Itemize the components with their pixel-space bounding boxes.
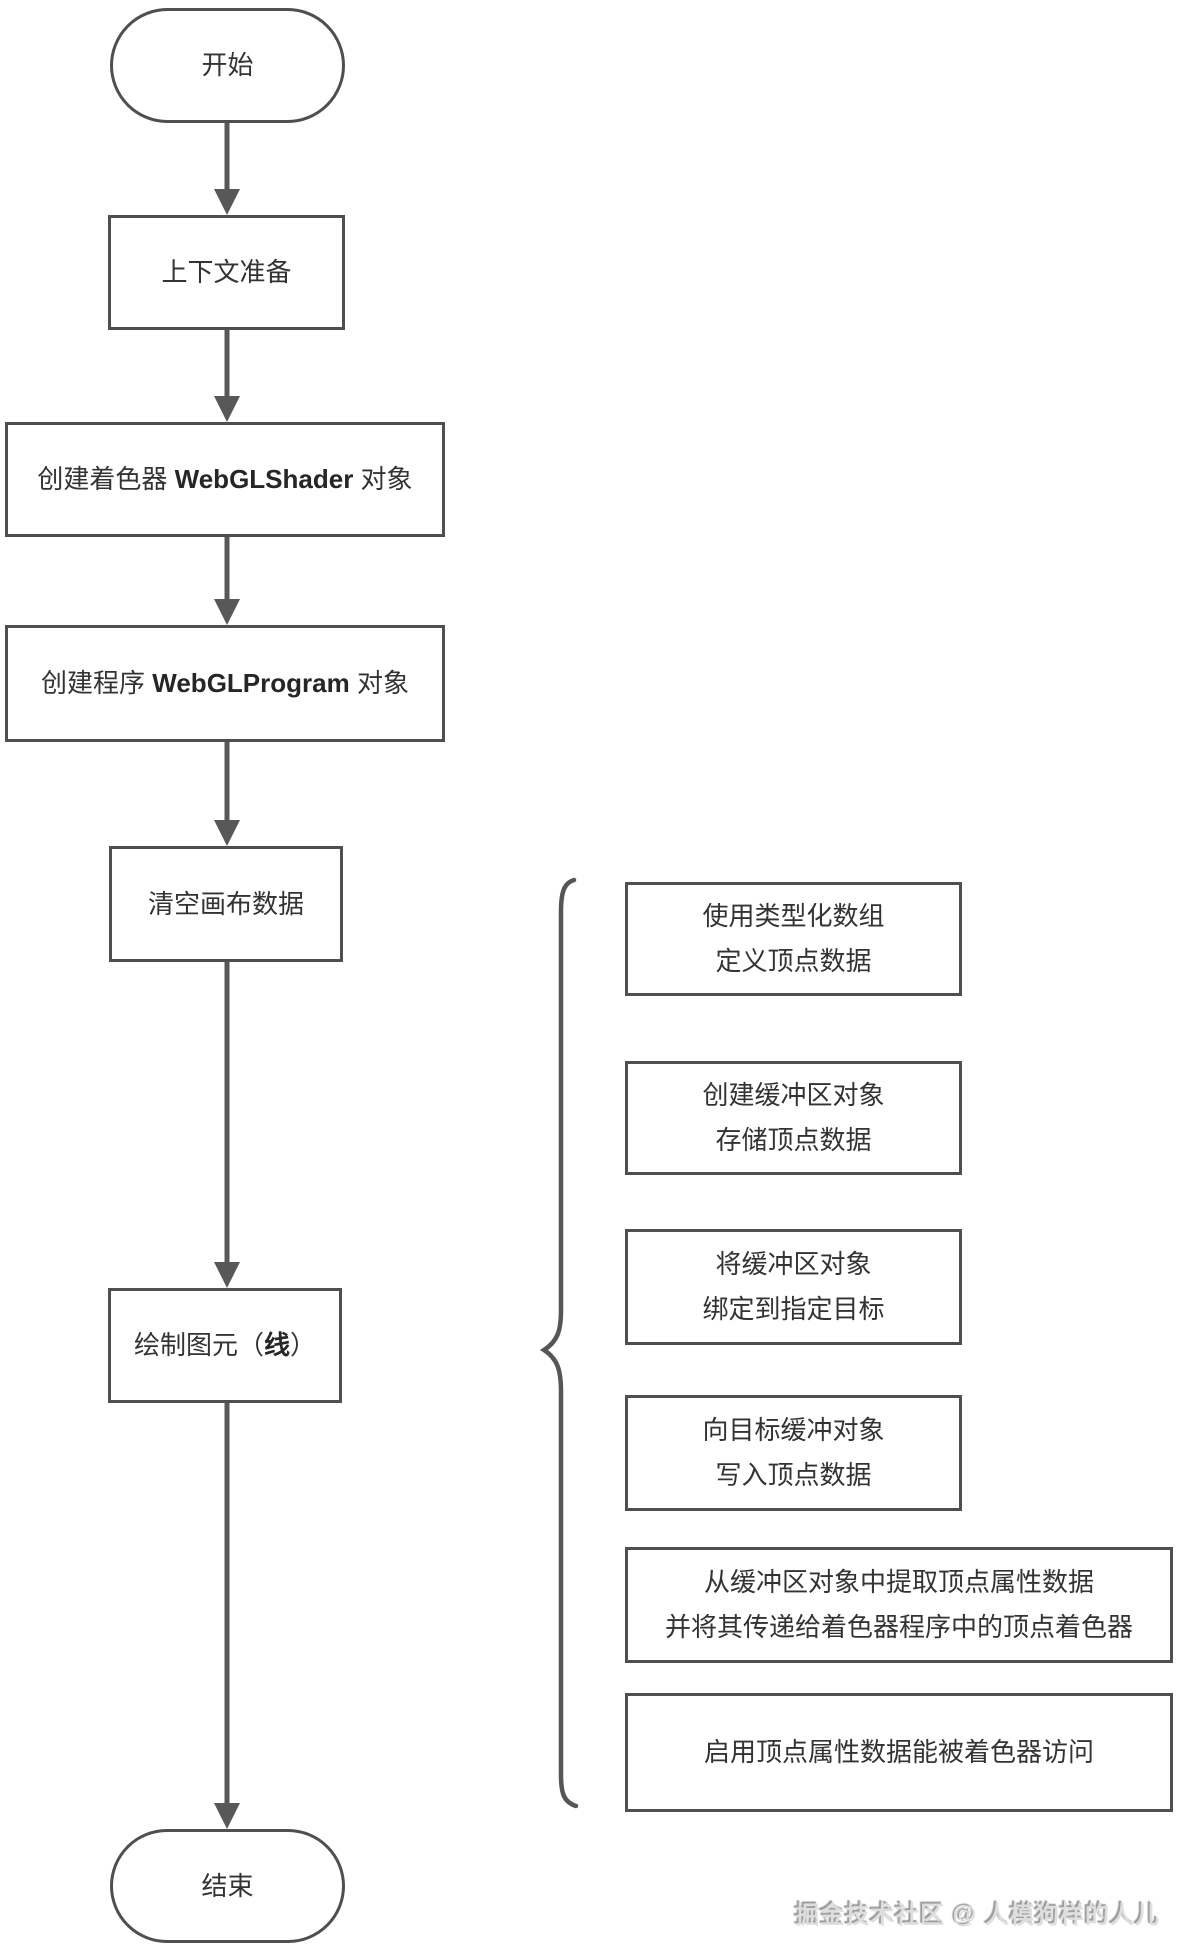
shader-label-suffix: 对象 bbox=[353, 464, 413, 494]
start-node: 开始 bbox=[110, 8, 345, 123]
arrow-start-to-context bbox=[213, 123, 240, 215]
arrow-clear-to-draw bbox=[213, 962, 240, 1288]
end-label: 结束 bbox=[201, 1870, 254, 1901]
arrow-stem bbox=[224, 123, 229, 193]
detail-write-data-node: 向目标缓冲对象 写入顶点数据 bbox=[625, 1395, 962, 1511]
shader-label-bold: WebGLShader bbox=[174, 464, 354, 494]
step-create-program-label: 创建程序 WebGLProgram 对象 bbox=[41, 661, 409, 706]
arrow-shader-to-program bbox=[213, 537, 240, 625]
end-node: 结束 bbox=[110, 1829, 345, 1943]
arrow-program-to-clear bbox=[213, 742, 240, 846]
step-context-node: 上下文准备 bbox=[108, 215, 345, 330]
step-create-shader-label: 创建着色器 WebGLShader 对象 bbox=[37, 457, 412, 502]
start-label: 开始 bbox=[201, 50, 254, 80]
detail-attrib-pointer-node: 从缓冲区对象中提取顶点属性数据 并将其传递给着色器程序中的顶点着色器 bbox=[625, 1547, 1173, 1663]
detail-typed-array-line1: 使用类型化数组 bbox=[702, 901, 885, 931]
detail-typed-array-line2: 定义顶点数据 bbox=[715, 946, 872, 976]
shader-label-prefix: 创建着色器 bbox=[37, 464, 175, 494]
detail-bind-buffer-node: 将缓冲区对象 绑定到指定目标 bbox=[625, 1229, 962, 1345]
step-clear-canvas-node: 清空画布数据 bbox=[109, 846, 343, 962]
program-label-suffix: 对象 bbox=[349, 668, 409, 698]
detail-bind-buffer-line2: 绑定到指定目标 bbox=[702, 1294, 885, 1324]
left-curly-brace-icon bbox=[539, 877, 579, 1809]
detail-create-buffer-line2: 存储顶点数据 bbox=[715, 1125, 872, 1155]
step-create-program-node: 创建程序 WebGLProgram 对象 bbox=[5, 625, 445, 742]
step-draw-primitive-label: 绘制图元（线） bbox=[134, 1323, 316, 1368]
detail-create-buffer-node: 创建缓冲区对象 存储顶点数据 bbox=[625, 1061, 962, 1175]
step-create-shader-node: 创建着色器 WebGLShader 对象 bbox=[5, 422, 445, 537]
arrow-stem bbox=[224, 330, 229, 400]
arrow-head-icon bbox=[213, 599, 240, 625]
draw-label-suffix: ） bbox=[290, 1330, 317, 1360]
step-clear-canvas-label: 清空画布数据 bbox=[147, 888, 304, 919]
detail-write-data-line2: 写入顶点数据 bbox=[715, 1460, 872, 1490]
arrow-stem bbox=[224, 742, 229, 824]
arrow-head-icon bbox=[213, 1262, 240, 1288]
detail-create-buffer-line1: 创建缓冲区对象 bbox=[702, 1080, 885, 1110]
arrow-stem bbox=[224, 537, 229, 603]
credit-watermark: 掘金技术社区 @ 人模狗样的人儿 bbox=[795, 1902, 1160, 1929]
step-context-label: 上下文准备 bbox=[161, 257, 292, 287]
detail-enable-attrib-line1: 启用顶点属性数据能被着色器访问 bbox=[703, 1737, 1094, 1767]
arrow-context-to-shader bbox=[213, 330, 240, 422]
arrow-head-icon bbox=[213, 396, 240, 422]
step-draw-primitive-node: 绘制图元（线） bbox=[108, 1288, 342, 1403]
arrow-stem bbox=[224, 1403, 229, 1807]
detail-attrib-pointer-line1: 从缓冲区对象中提取顶点属性数据 bbox=[703, 1567, 1094, 1597]
arrow-head-icon bbox=[213, 1803, 240, 1829]
arrow-head-icon bbox=[213, 189, 240, 215]
arrow-head-icon bbox=[213, 820, 240, 846]
draw-label-prefix: 绘制图元（ bbox=[133, 1330, 264, 1360]
arrow-stem bbox=[224, 962, 229, 1266]
draw-label-bold: 线 bbox=[263, 1330, 290, 1360]
program-label-bold: WebGLProgram bbox=[152, 668, 350, 698]
program-label-prefix: 创建程序 bbox=[41, 668, 153, 698]
detail-enable-attrib-node: 启用顶点属性数据能被着色器访问 bbox=[625, 1693, 1173, 1812]
detail-attrib-pointer-line2: 并将其传递给着色器程序中的顶点着色器 bbox=[664, 1612, 1133, 1642]
detail-bind-buffer-line1: 将缓冲区对象 bbox=[715, 1249, 872, 1279]
detail-write-data-line1: 向目标缓冲对象 bbox=[702, 1415, 885, 1445]
arrow-draw-to-end bbox=[213, 1403, 240, 1829]
detail-typed-array-node: 使用类型化数组 定义顶点数据 bbox=[625, 882, 962, 996]
